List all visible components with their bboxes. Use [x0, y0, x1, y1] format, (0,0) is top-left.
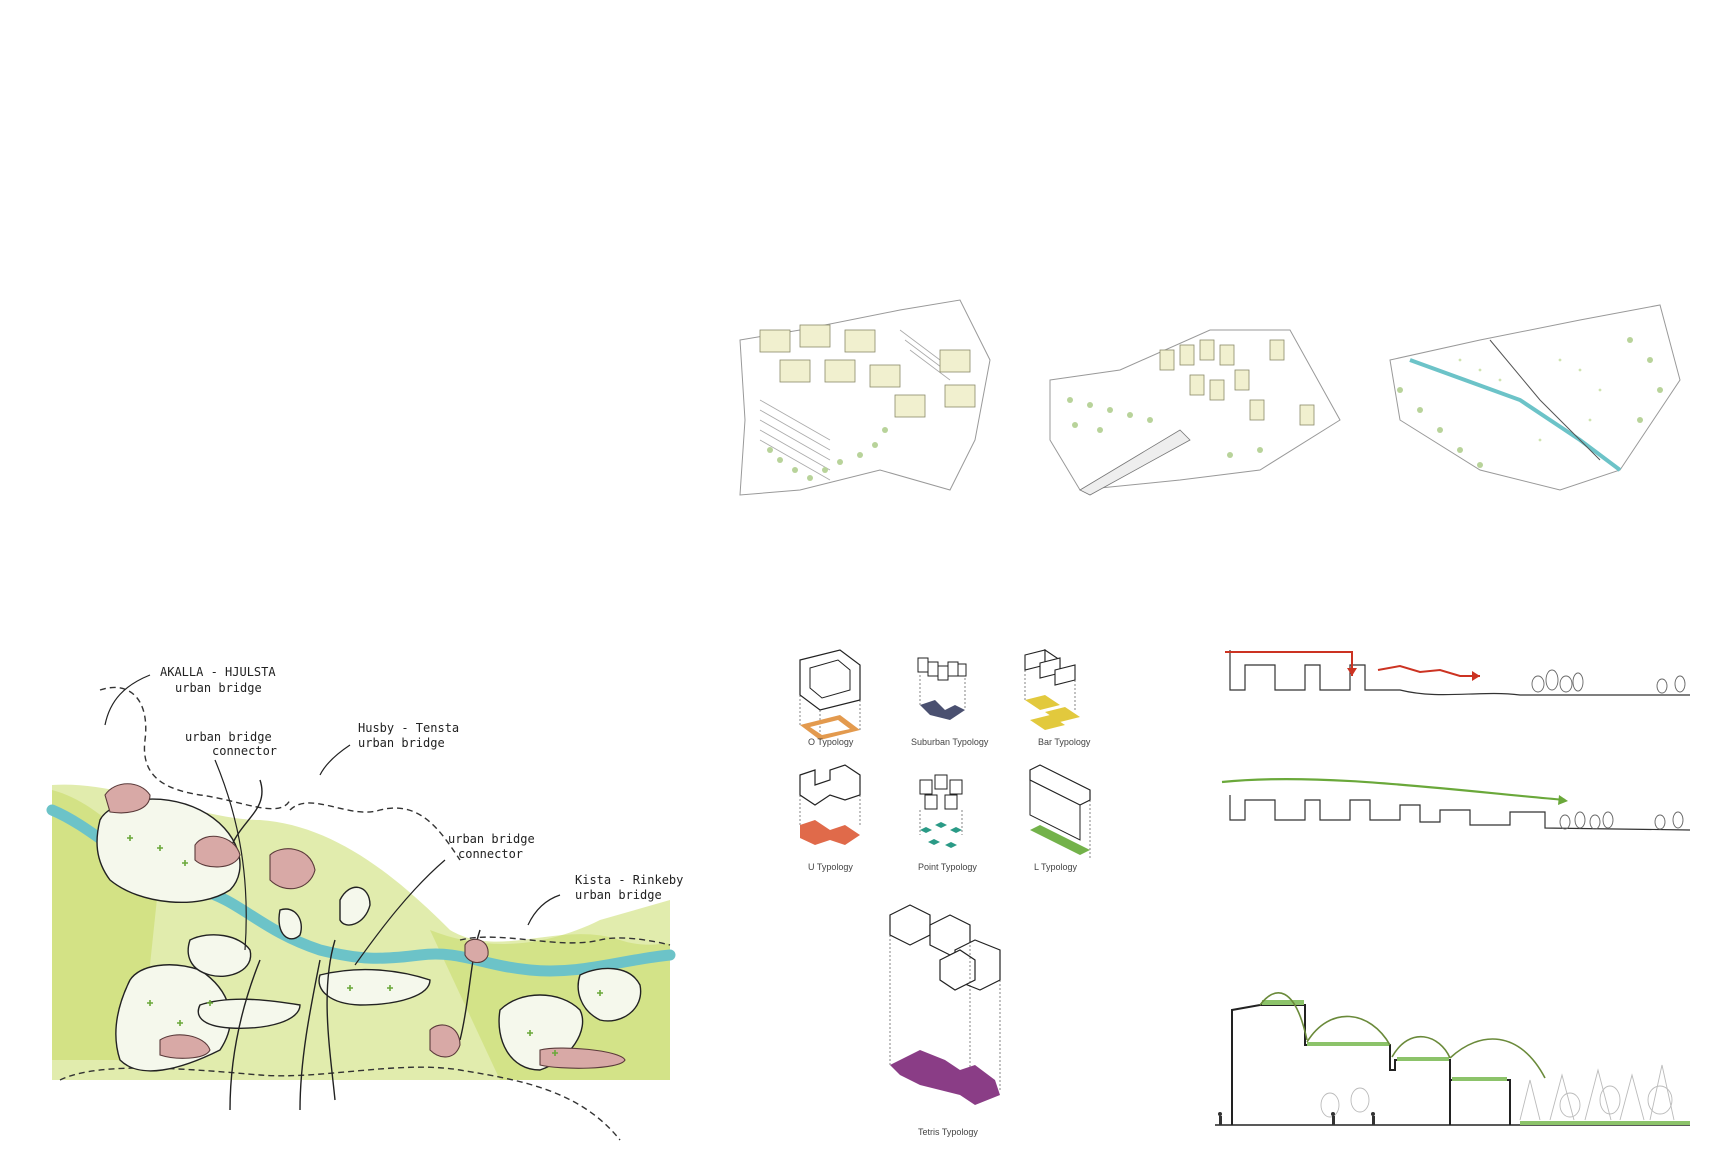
site-axonometric-3: [1390, 305, 1680, 490]
section-green-roofs: [1215, 993, 1690, 1125]
svg-text:connector: connector: [212, 744, 277, 758]
label-suburban-typology: Suburban Typology: [911, 737, 989, 747]
section-red-flow: [1225, 650, 1690, 695]
site-axonometric-2: [1050, 330, 1340, 495]
sketch-label-connector-2: urban bridge connector: [448, 832, 535, 861]
svg-text:urban bridge: urban bridge: [185, 730, 272, 744]
typology-u: U Typology: [800, 765, 860, 872]
svg-text:Husby - Tensta: Husby - Tensta: [358, 721, 459, 735]
typology-bar: Bar Typology: [1025, 650, 1091, 747]
sketch-label-connector-1: urban bridge connector: [185, 730, 277, 758]
label-l-typology: L Typology: [1034, 862, 1078, 872]
svg-text:AKALLA - HJULSTA: AKALLA - HJULSTA: [160, 665, 276, 679]
svg-text:Kista - Rinkeby: Kista - Rinkeby: [575, 873, 683, 887]
svg-text:urban bridge: urban bridge: [448, 832, 535, 846]
svg-text:urban bridge: urban bridge: [575, 888, 662, 902]
typology-l: L Typology: [1030, 765, 1090, 872]
svg-text:connector: connector: [458, 847, 523, 861]
label-u-typology: U Typology: [808, 862, 853, 872]
label-tetris-typology: Tetris Typology: [918, 1127, 978, 1137]
typology-suburban: Suburban Typology: [911, 658, 989, 747]
label-bar-typology: Bar Typology: [1038, 737, 1091, 747]
site-axonometric-1: [740, 300, 990, 495]
typology-tetris: Tetris Typology: [890, 905, 1000, 1137]
label-o-typology: O Typology: [808, 737, 854, 747]
section-green-flow: [1222, 779, 1690, 830]
sketch-label-husby: Husby - Tensta urban bridge: [358, 721, 459, 750]
urban-bridge-sketch-map: AKALLA - HJULSTA urban bridge urban brid…: [52, 665, 683, 1140]
sketch-label-akalla: AKALLA - HJULSTA urban bridge: [160, 665, 276, 695]
label-point-typology: Point Typology: [918, 862, 977, 872]
svg-text:urban bridge: urban bridge: [175, 681, 262, 695]
typology-point: Point Typology: [918, 775, 977, 872]
svg-text:urban bridge: urban bridge: [358, 736, 445, 750]
sketch-label-kista: Kista - Rinkeby urban bridge: [575, 873, 683, 902]
typology-o: O Typology: [800, 650, 860, 747]
